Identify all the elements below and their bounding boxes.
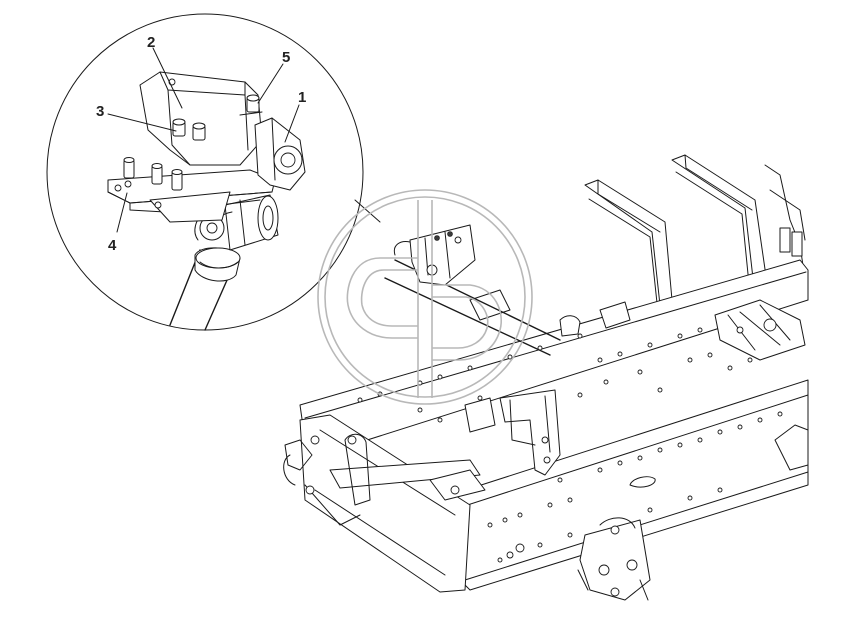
detail-shaft <box>169 247 241 331</box>
callout-2: 2 <box>147 34 155 51</box>
callout-labels: 1 2 3 4 5 <box>96 34 306 254</box>
leader-4 <box>116 192 128 233</box>
leader-2 <box>152 47 183 109</box>
detail-view: 1 2 3 4 5 <box>46 13 381 331</box>
callout-3: 3 <box>96 103 104 120</box>
rear-cross-brace <box>559 299 806 361</box>
detail-bolt <box>239 94 263 116</box>
callout-leaders <box>107 47 300 233</box>
chassis-frame <box>283 154 809 601</box>
detail-circle <box>46 13 364 331</box>
lower-rail-mounts <box>577 517 651 601</box>
detail-base-plate <box>107 169 276 223</box>
leader-5 <box>257 63 284 104</box>
detail-bracket-small <box>393 224 476 286</box>
detail-studs <box>123 157 183 191</box>
detail-bushing <box>194 194 279 251</box>
leader-1 <box>284 104 300 143</box>
watermark-logo-icon <box>317 189 533 405</box>
callout-1: 1 <box>298 89 306 106</box>
center-brackets <box>429 389 561 559</box>
detail-leader-line <box>354 199 381 223</box>
callout-5: 5 <box>282 49 290 66</box>
detail-side-plate <box>254 117 306 191</box>
lower-rail-holes <box>487 411 809 563</box>
leader-3 <box>107 113 177 132</box>
detail-upper-bracket <box>139 71 263 166</box>
detail-bushings <box>172 118 206 141</box>
callout-4: 4 <box>108 237 117 254</box>
front-cross-member <box>283 414 481 593</box>
